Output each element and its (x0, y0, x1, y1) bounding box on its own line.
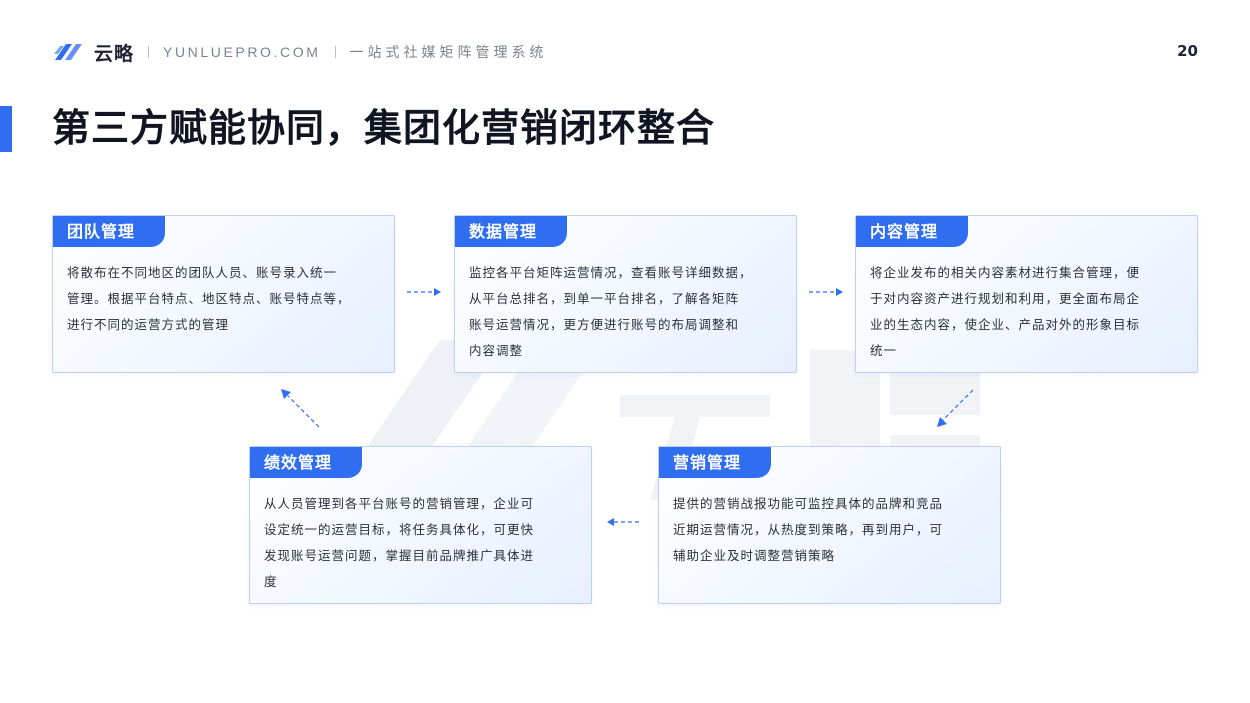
card-description: 将散布在不同地区的团队人员、账号录入统一 管理。根据平台特点、地区特点、账号特点… (67, 260, 382, 338)
card-line: 发现账号运营问题，掌握目前品牌推广具体进 (264, 548, 535, 563)
site-url: YUNLUEPRO.COM (163, 44, 321, 60)
card-description: 将企业发布的相关内容素材进行集合管理，便 于对内容资产进行规划和利用，更全面布局… (870, 260, 1185, 364)
card-line: 将企业发布的相关内容素材进行集合管理，便 (870, 265, 1141, 280)
card-heading: 绩效管理 (250, 447, 362, 478)
card-description: 监控各平台矩阵运营情况，查看账号详细数据， 从平台总排名，到单一平台排名，了解各… (469, 260, 784, 364)
card-line: 业的生态内容，使企业、产品对外的形象目标 (870, 317, 1141, 332)
card-description: 从人员管理到各平台账号的营销管理，企业可 设定统一的运营目标，将任务具体化，可更… (264, 491, 579, 595)
card-heading: 营销管理 (659, 447, 771, 478)
card-line: 近期运营情况，从热度到策略，再到用户，可 (673, 522, 944, 537)
card-line: 从平台总排名，到单一平台排名，了解各矩阵 (469, 291, 740, 306)
page-header: 云略 YUNLUEPRO.COM 一站式社媒矩阵管理系统 (52, 38, 548, 66)
arrow-team-to-data-icon (407, 288, 441, 296)
card-line: 度 (264, 574, 278, 589)
arrow-performance-to-team-icon (281, 389, 320, 428)
card-line: 监控各平台矩阵运营情况，查看账号详细数据， (469, 265, 753, 280)
card-line: 提供的营销战报功能可监控具体的品牌和竞品 (673, 496, 944, 511)
card-line: 进行不同的运营方式的管理 (67, 317, 230, 332)
divider (148, 46, 150, 58)
arrow-marketing-to-performance-icon (607, 518, 641, 526)
card-marketing-management: 营销管理 提供的营销战报功能可监控具体的品牌和竞品 近期运营情况，从热度到策略，… (658, 446, 1001, 604)
arrow-content-to-marketing-icon (937, 389, 974, 427)
card-line: 管理。根据平台特点、地区特点、账号特点等， (67, 291, 351, 306)
slogan: 一站式社媒矩阵管理系统 (349, 45, 548, 61)
arrow-data-to-content-icon (809, 288, 843, 296)
card-line: 将散布在不同地区的团队人员、账号录入统一 (67, 265, 338, 280)
card-content-management: 内容管理 将企业发布的相关内容素材进行集合管理，便 于对内容资产进行规划和利用，… (855, 215, 1198, 373)
card-data-management: 数据管理 监控各平台矩阵运营情况，查看账号详细数据， 从平台总排名，到单一平台排… (454, 215, 797, 373)
page-title: 第三方赋能协同，集团化营销闭环整合 (52, 106, 716, 150)
page-number: 20 (1177, 42, 1198, 60)
card-line: 设定统一的运营目标，将任务具体化，可更快 (264, 522, 535, 537)
brand-name: 云略 (94, 42, 135, 65)
card-heading: 内容管理 (856, 216, 968, 247)
logo-icon (54, 44, 82, 60)
card-heading: 团队管理 (53, 216, 165, 247)
card-team-management: 团队管理 将散布在不同地区的团队人员、账号录入统一 管理。根据平台特点、地区特点… (52, 215, 395, 373)
card-performance-management: 绩效管理 从人员管理到各平台账号的营销管理，企业可 设定统一的运营目标，将任务具… (249, 446, 592, 604)
card-line: 统一 (870, 343, 898, 358)
card-line: 于对内容资产进行规划和利用，更全面布局企 (870, 291, 1141, 306)
title-accent-bar (0, 106, 12, 152)
card-line: 辅助企业及时调整营销策略 (673, 548, 836, 563)
card-heading: 数据管理 (455, 216, 567, 247)
card-description: 提供的营销战报功能可监控具体的品牌和竞品 近期运营情况，从热度到策略，再到用户，… (673, 491, 988, 569)
card-line: 内容调整 (469, 343, 524, 358)
card-line: 账号运营情况，更方便进行账号的布局调整和 (469, 317, 740, 332)
card-line: 从人员管理到各平台账号的营销管理，企业可 (264, 496, 535, 511)
divider (334, 46, 336, 58)
